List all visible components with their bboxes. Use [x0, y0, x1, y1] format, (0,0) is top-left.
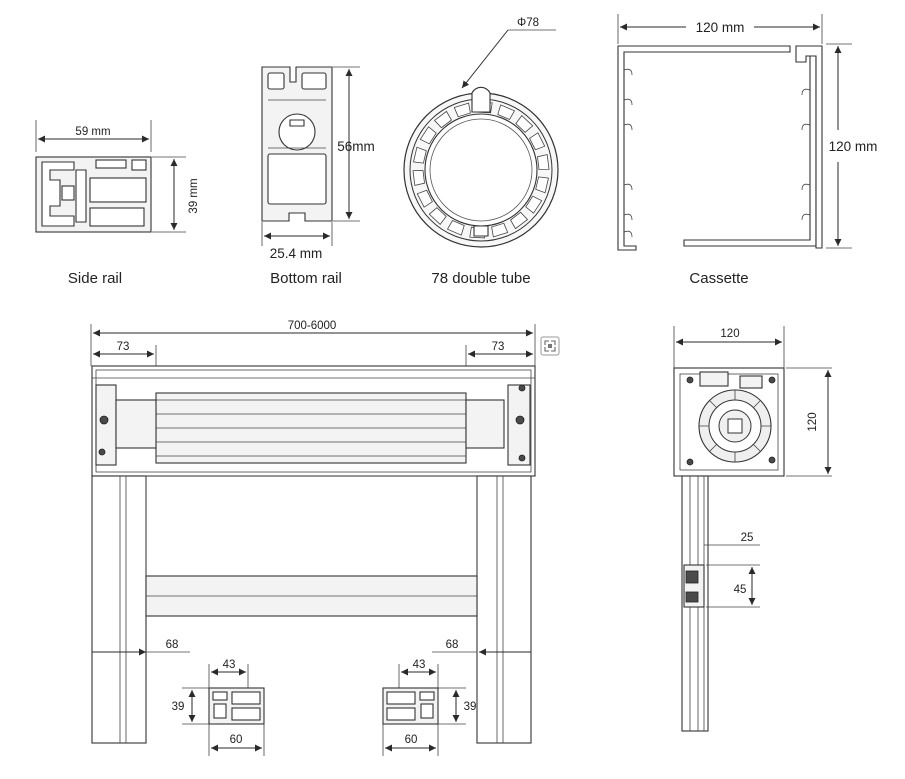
section-right-bottom-label: 60	[405, 734, 418, 746]
cassette-width-label: 120 mm	[696, 20, 745, 35]
side-view-figure: 120 120 25 45	[673, 326, 832, 732]
tube-slot	[509, 211, 529, 230]
tube-slot	[416, 189, 433, 208]
tube-slot	[428, 207, 447, 225]
tube-slot	[413, 146, 427, 164]
cassette-figure: 120 mm 120 mm	[617, 14, 878, 251]
tube-slot	[529, 132, 546, 151]
section-left-height-label: 39	[172, 701, 185, 713]
front-left-rail-label: 68	[166, 639, 179, 651]
side-rail-figure: 59 mm 39 mm	[35, 120, 200, 233]
tube-slot	[453, 102, 471, 118]
section-right-height-label: 39	[464, 701, 477, 713]
tube-slot	[446, 219, 465, 236]
double-tube-caption: 78 double tube	[431, 270, 530, 287]
tube-slots	[412, 101, 550, 239]
bottom-rail-height-label: 56mm	[337, 139, 375, 154]
front-view-figure: 700-6000 73 73	[90, 320, 536, 756]
tube-slot	[515, 115, 534, 133]
tube-slot	[491, 222, 509, 238]
tube-slot	[497, 104, 516, 121]
double-tube-figure: Φ78	[403, 17, 559, 248]
bottom-rail-figure: 56mm 25.4 mm	[261, 66, 375, 261]
tube-slot	[412, 170, 425, 186]
side-rail-caption: Side rail	[68, 270, 122, 287]
cassette-height-label: 120 mm	[829, 139, 878, 154]
tube-slot	[525, 195, 543, 214]
tube-diameter-label: Φ78	[517, 17, 539, 29]
cassette-caption: Cassette	[689, 270, 748, 287]
side-view-rail-label: 25	[741, 532, 754, 544]
tube-slot	[419, 126, 437, 145]
bottom-rail-width-label: 25.4 mm	[270, 246, 323, 261]
side-view-width-label: 120	[720, 328, 739, 340]
side-view-bar-label: 45	[734, 584, 747, 596]
bottom-rail-caption: Bottom rail	[270, 270, 342, 287]
section-left-bottom-label: 60	[230, 734, 243, 746]
front-total-width-label: 700-6000	[288, 320, 337, 332]
section-left-width-label: 43	[223, 659, 236, 671]
fullscreen-expand-icon[interactable]	[540, 336, 560, 356]
side-rail-height-label: 39 mm	[188, 178, 200, 213]
side-rail-width-label: 59 mm	[75, 126, 110, 138]
section-right-width-label: 43	[413, 659, 426, 671]
tube-slot	[433, 110, 453, 129]
front-right-rail-label: 68	[446, 639, 459, 651]
front-left-offset-label: 73	[117, 341, 130, 353]
tube-slot	[537, 154, 550, 170]
front-right-offset-label: 73	[492, 341, 505, 353]
side-view-height-label: 120	[807, 412, 819, 431]
tube-slot	[535, 176, 549, 194]
